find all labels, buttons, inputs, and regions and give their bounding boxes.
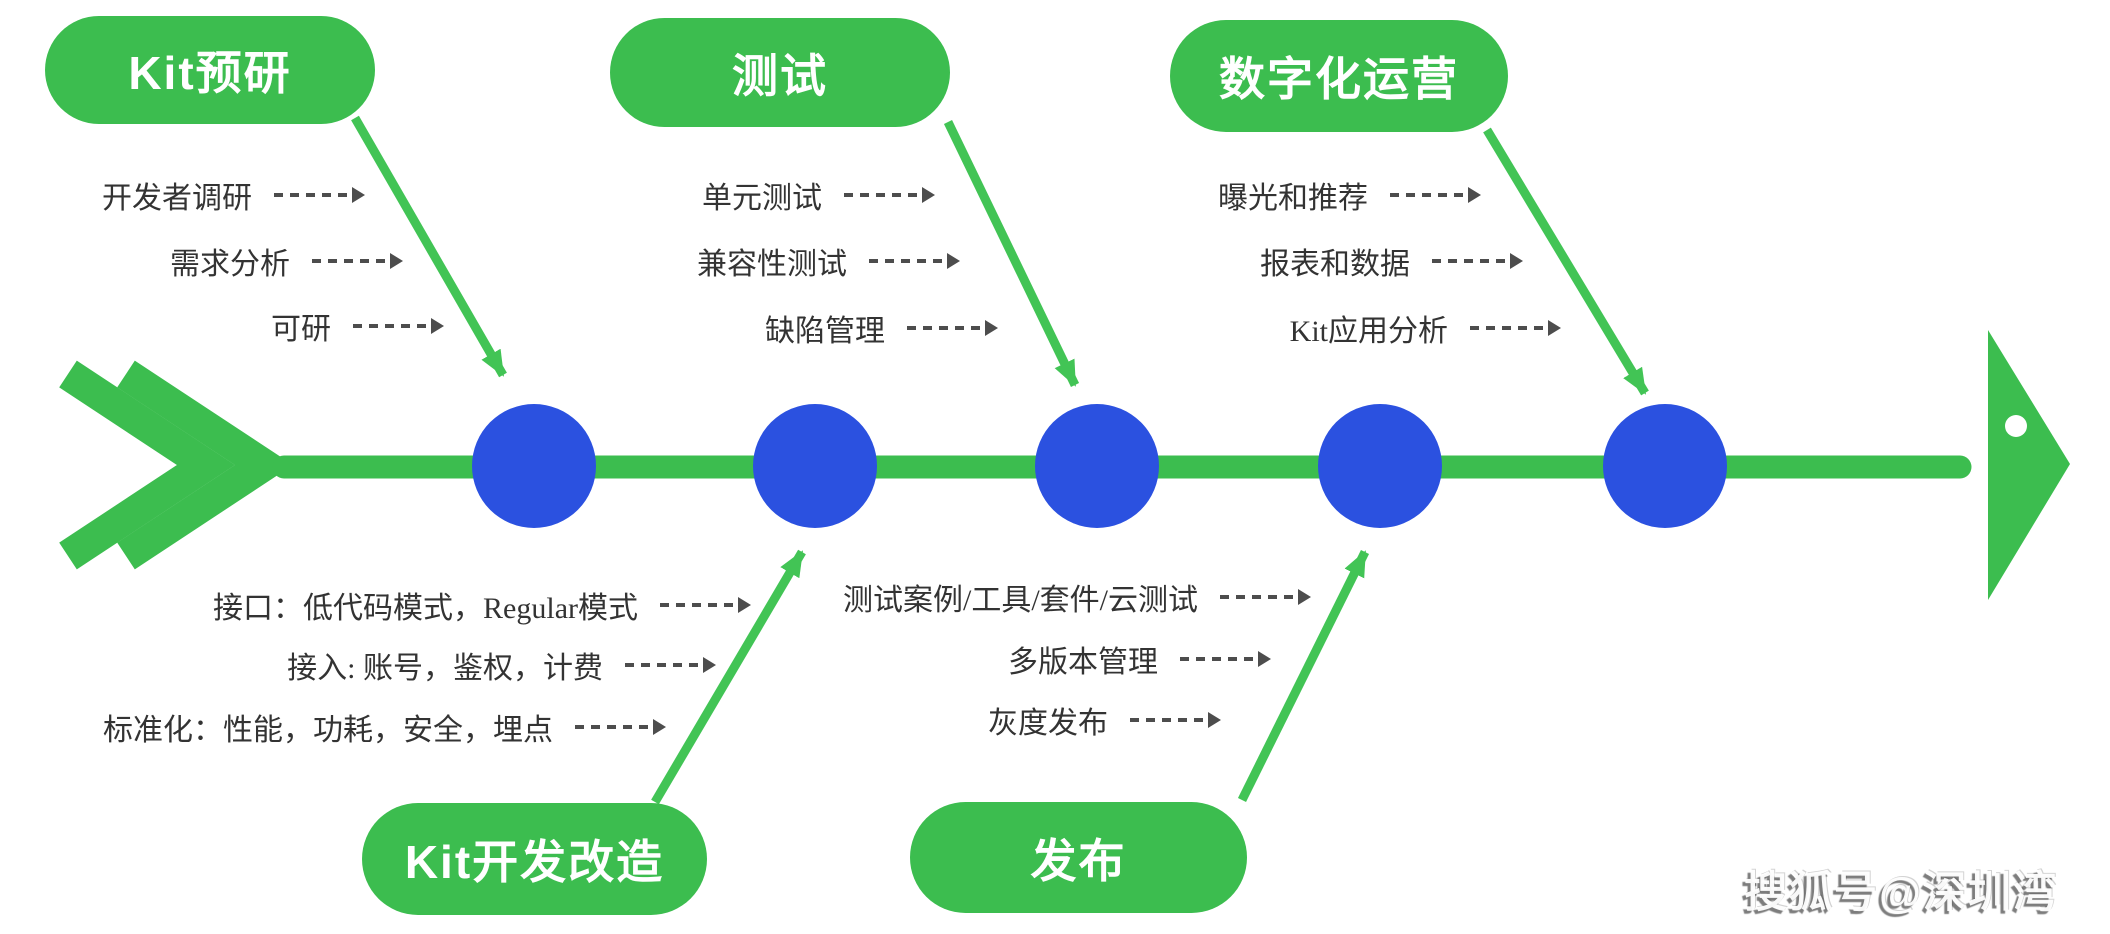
pill-digital-ops: 数字化运营 xyxy=(1170,20,1508,132)
branch-line-digital-ops xyxy=(1483,127,1649,396)
dashed-arrow-icon xyxy=(353,318,444,334)
dashed-arrow-icon xyxy=(625,657,716,673)
fishhead-icon xyxy=(1988,330,2070,600)
fault-label: 开发者调研 xyxy=(102,182,252,215)
fault-label: 报表和数据 xyxy=(1260,248,1410,281)
branch-line-kit-preresearch xyxy=(351,115,507,378)
fault-label: 标准化：性能，功耗，安全，埋点 xyxy=(103,714,553,747)
fault-label: 多版本管理 xyxy=(1008,646,1158,679)
dashed-arrow-icon xyxy=(1130,712,1221,728)
fault-label: 接入: 账号，鉴权，计费 xyxy=(287,652,603,685)
dashed-arrow-icon xyxy=(575,719,666,735)
dashed-arrow-icon xyxy=(312,253,403,269)
node-circle-2 xyxy=(753,404,877,528)
fault-label: 测试案例/工具/套件/云测试 xyxy=(842,584,1198,617)
fault-label: 灰度发布 xyxy=(988,707,1108,740)
fault-item: 报表和数据 xyxy=(1260,241,1525,281)
fault-label: 缺陷管理 xyxy=(765,315,885,348)
fault-label: 曝光和推荐 xyxy=(1218,182,1368,215)
node-circle-4 xyxy=(1318,404,1442,528)
dashed-arrow-icon xyxy=(1432,253,1523,269)
chevron-left-icon xyxy=(59,360,236,570)
dashed-arrow-icon xyxy=(869,253,960,269)
dashed-arrow-icon xyxy=(1220,589,1311,605)
node-circle-1 xyxy=(472,404,596,528)
fault-item: 可研 xyxy=(271,306,446,346)
fault-label: 需求分析 xyxy=(170,248,290,281)
fault-item: 标准化：性能，功耗，安全，埋点 xyxy=(103,707,668,747)
watermark: 搜狐号@深圳湾 xyxy=(1744,869,2058,917)
pill-kit-dev: Kit开发改造 xyxy=(362,803,707,915)
fault-item: 灰度发布 xyxy=(988,700,1223,740)
pill-kit-preresearch: Kit预研 xyxy=(45,16,375,124)
pill-label: 数字化运营 xyxy=(1219,53,1459,105)
fault-item: 兼容性测试 xyxy=(697,241,962,281)
fault-label: 单元测试 xyxy=(702,182,822,215)
branch-line-release xyxy=(1237,550,1370,802)
fault-label: 兼容性测试 xyxy=(697,248,847,281)
dashed-arrow-icon xyxy=(844,187,935,203)
fault-label: 接口：低代码模式，Regular模式 xyxy=(213,592,638,625)
fault-item: 单元测试 xyxy=(702,175,937,215)
fault-item: 接口：低代码模式，Regular模式 xyxy=(213,585,753,625)
dashed-arrow-icon xyxy=(1180,651,1271,667)
branch-line-kit-dev xyxy=(651,549,806,805)
pill-label: Kit预研 xyxy=(128,47,292,99)
fishhead-eye-dot xyxy=(2005,415,2027,437)
pill-test: 测试 xyxy=(610,18,950,127)
node-circle-5 xyxy=(1603,404,1727,528)
dashed-arrow-icon xyxy=(1470,320,1561,336)
dashed-arrow-icon xyxy=(907,320,998,336)
fault-item: Kit应用分析 xyxy=(1290,308,1563,348)
pill-release: 发布 xyxy=(910,802,1247,913)
fault-item: 测试案例/工具/套件/云测试 xyxy=(843,577,1313,617)
fault-item: 曝光和推荐 xyxy=(1218,175,1483,215)
chevron-right-icon xyxy=(117,360,294,570)
fault-item: 开发者调研 xyxy=(102,175,367,215)
fault-item: 接入: 账号，鉴权，计费 xyxy=(287,645,718,685)
fault-item: 多版本管理 xyxy=(1008,639,1273,679)
dashed-arrow-icon xyxy=(1390,187,1481,203)
dashed-arrow-icon xyxy=(660,597,751,613)
pill-label: Kit开发改造 xyxy=(404,836,665,888)
fault-label: Kit应用分析 xyxy=(1289,315,1448,348)
node-circle-3 xyxy=(1035,404,1159,528)
fault-item: 需求分析 xyxy=(170,241,405,281)
pill-label: 发布 xyxy=(1030,834,1127,887)
dashed-arrow-icon xyxy=(274,187,365,203)
branch-line-test xyxy=(943,120,1080,387)
pill-label: 测试 xyxy=(732,49,828,102)
fault-item: 缺陷管理 xyxy=(765,308,1000,348)
fault-label: 可研 xyxy=(271,313,331,346)
